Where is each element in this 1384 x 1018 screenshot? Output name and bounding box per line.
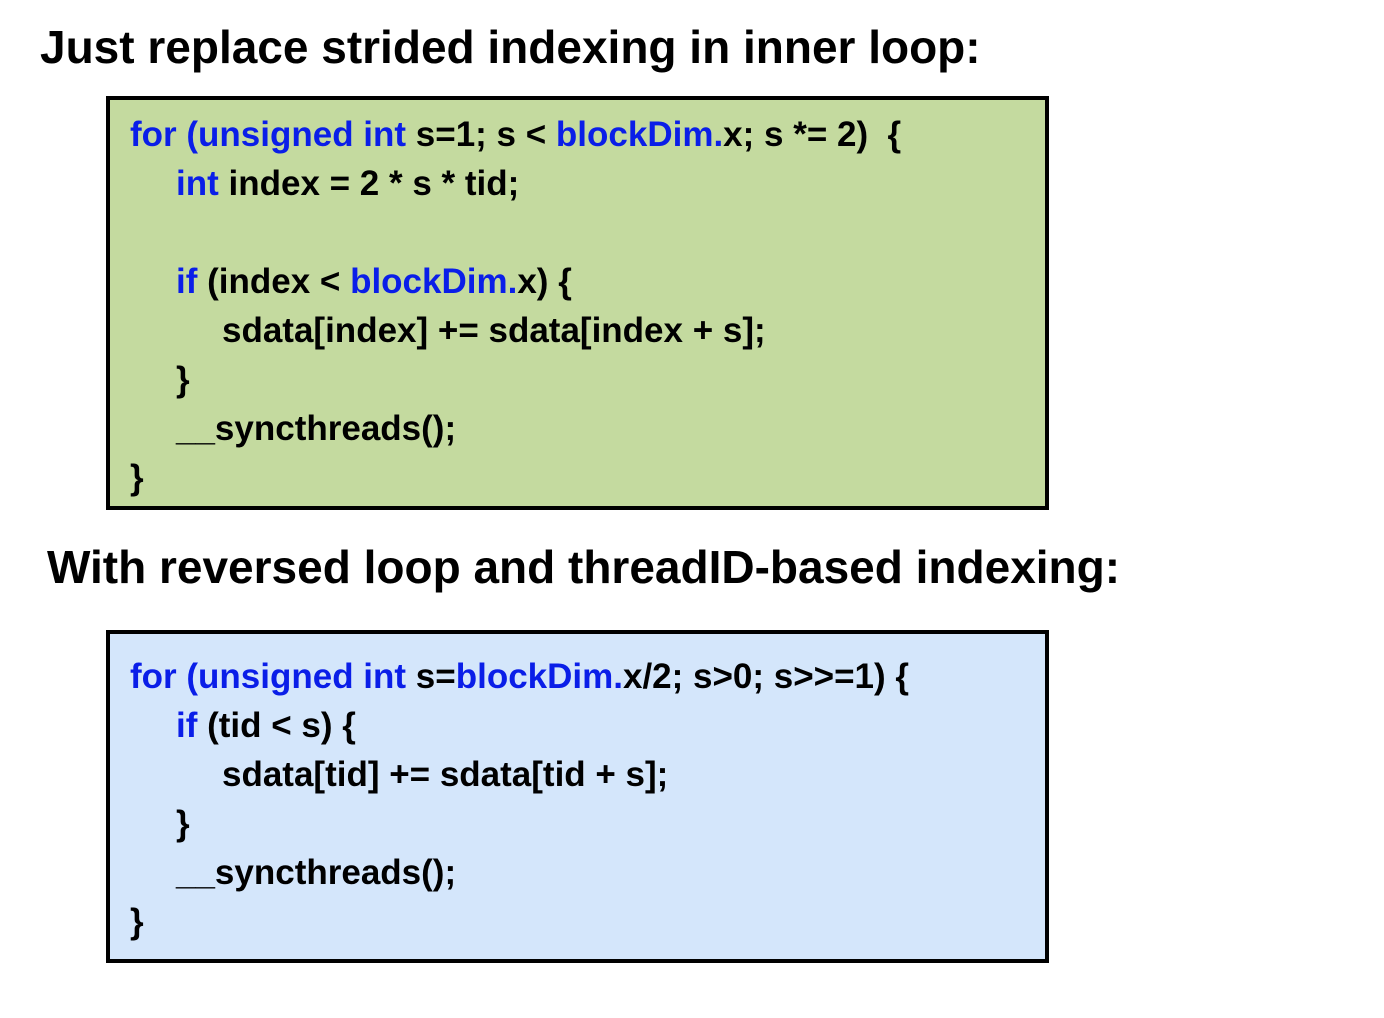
code-keyword: if <box>176 262 198 301</box>
code-line: for (unsigned int s=blockDim.x/2; s>0; s… <box>110 652 1045 701</box>
code-text: } <box>130 458 144 497</box>
code-block-strided-indexing: for (unsigned int s=1; s < blockDim.x; s… <box>106 96 1049 510</box>
code-keyword: if <box>176 706 198 745</box>
code-keyword: blockDim. <box>555 115 724 154</box>
code-text: } <box>130 902 144 941</box>
code-lines: for (unsigned int s=blockDim.x/2; s>0; s… <box>110 652 1045 946</box>
code-keyword: blockDim. <box>455 657 623 696</box>
code-line: __syncthreads(); <box>110 848 1045 897</box>
heading-reversed-loop: With reversed loop and threadID-based in… <box>47 541 1121 593</box>
code-text: x; s *= 2) { <box>723 115 902 154</box>
code-text: index = 2 * s * tid; <box>218 164 520 203</box>
code-text: x) { <box>517 262 572 301</box>
code-line: } <box>110 453 1045 502</box>
code-text: } <box>176 360 190 399</box>
code-line: for (unsigned int s=1; s < blockDim.x; s… <box>110 110 1045 159</box>
code-text: s= <box>406 657 456 696</box>
code-line: } <box>110 355 1045 404</box>
code-keyword: for (unsigned int <box>130 657 407 696</box>
code-line: } <box>110 897 1045 946</box>
code-line: __syncthreads(); <box>110 404 1045 453</box>
code-line: if (tid < s) { <box>110 701 1045 750</box>
code-text: s=1; s < <box>406 115 556 154</box>
code-text: (tid < s) { <box>197 706 356 745</box>
heading-strided-indexing: Just replace strided indexing in inner l… <box>40 21 981 73</box>
code-line: sdata[index] += sdata[index + s]; <box>110 306 1045 355</box>
code-line: int index = 2 * s * tid; <box>110 159 1045 208</box>
code-keyword: int <box>176 164 219 203</box>
code-text: sdata[index] += sdata[index + s]; <box>222 311 766 350</box>
code-text: } <box>176 804 190 843</box>
code-text: __syncthreads(); <box>176 409 457 448</box>
code-lines: for (unsigned int s=1; s < blockDim.x; s… <box>110 110 1045 502</box>
code-line <box>110 208 1045 257</box>
code-text: sdata[tid] += sdata[tid + s]; <box>222 755 669 794</box>
code-keyword: blockDim. <box>350 262 518 301</box>
code-text: __syncthreads(); <box>176 853 457 892</box>
code-text: x/2; s>0; s>>=1) { <box>622 657 910 696</box>
code-block-reversed-loop: for (unsigned int s=blockDim.x/2; s>0; s… <box>106 630 1049 963</box>
code-line: if (index < blockDim.x) { <box>110 257 1045 306</box>
code-keyword: for (unsigned int <box>130 115 407 154</box>
code-line: sdata[tid] += sdata[tid + s]; <box>110 750 1045 799</box>
code-line: } <box>110 799 1045 848</box>
code-text: (index < <box>197 262 351 301</box>
